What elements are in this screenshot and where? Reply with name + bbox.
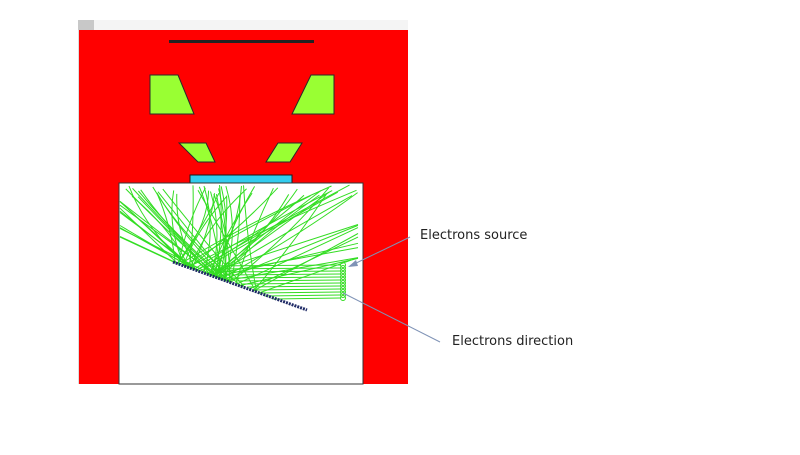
window-title-strip [78,20,408,30]
source-marker [340,283,346,289]
scattered-trajectory [218,186,227,279]
source-marker [340,265,346,271]
beam-trajectory [246,285,341,288]
source-marker [340,292,346,298]
scattered-trajectory [128,185,189,268]
scattered-trajectory [225,257,359,282]
direction-annotation-line [342,292,441,343]
scattered-trajectory [119,201,195,270]
upper-left-lens-electrode [149,74,195,115]
scattered-trajectory [214,185,222,278]
electron-source-markers [340,262,346,301]
scattered-trajectory [205,224,359,275]
beam-trajectory [210,267,341,270]
window-title-accent [78,20,94,30]
source-marker [340,289,346,295]
source-marker [340,280,346,286]
beam-trajectory [258,291,341,294]
scattered-trajectory [195,184,350,271]
electron-trajectories [119,184,359,300]
scattered-trajectory [209,192,253,276]
scattered-trajectory [215,186,256,278]
scattered-trajectory [243,185,258,292]
source-annotation-line [349,236,411,267]
entrance-window [189,174,293,184]
scattered-trajectory [253,233,359,292]
beam-trajectory [228,276,341,279]
lower-left-lens-electrode [177,142,216,163]
beam-trajectory [265,294,341,297]
scattered-trajectory [222,224,359,281]
scattered-trajectory [119,201,219,279]
scattered-trajectory [239,257,359,287]
electrons-source-label: Electrons source [420,228,528,243]
scattered-trajectory [234,187,274,285]
scattered-trajectory [199,191,339,272]
top-detector-bar [169,40,314,43]
beam-trajectory [240,282,341,285]
source-annotation-arrowhead [348,260,358,267]
source-marker [340,286,346,292]
scattered-trajectory [119,227,198,272]
beam-trajectory [234,279,341,282]
scattered-trajectory [208,247,359,276]
scattered-trajectory [215,194,290,278]
scattered-trajectory [191,193,215,269]
beam-trajectory [273,297,341,300]
scattered-trajectory [259,257,359,294]
scattered-trajectory [162,188,246,289]
scattered-trajectory [179,185,332,265]
scattered-trajectory [119,235,181,265]
tilted-sample-plate [172,260,308,312]
source-marker [340,274,346,280]
scattered-trajectory [188,187,279,269]
source-marker [340,262,346,268]
scattered-trajectory [189,188,247,269]
scattered-trajectory [210,191,218,276]
scattered-trajectory [119,210,196,271]
scattered-trajectory [125,188,222,280]
lower-right-lens-electrode [265,142,303,163]
beam-trajectory [222,273,341,276]
electrons-direction-label: Electrons direction [452,334,574,349]
source-marker [340,271,346,277]
source-marker [340,295,346,301]
scattered-trajectory [177,190,210,264]
source-marker [340,268,346,274]
upper-right-lens-electrode [291,74,335,115]
source-marker [340,277,346,283]
